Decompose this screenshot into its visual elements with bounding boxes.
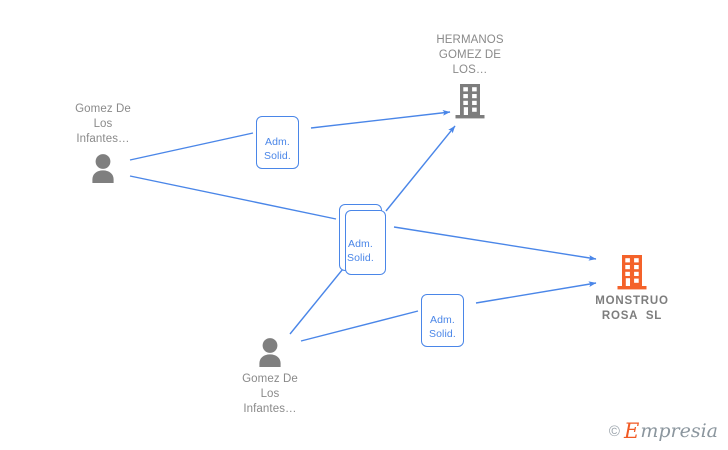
edge-person-top-to-monstruo-segment-b [393,226,597,261]
edge-person-top-to-hermanos-segment-a [129,132,254,161]
person-icon [92,154,114,183]
edge-person-bottom-to-monstruo-segment-a [300,310,419,342]
node-label-person-bottom: Gomez De Los Infantes… [242,373,298,415]
copyright-icon: © [608,423,620,440]
building-icon [617,255,647,290]
node-person-top[interactable]: Gomez De Los Infantes… [28,102,178,185]
edge-person-bottom-to-monstruo-segment-b [475,281,597,304]
edge-label-text: Adm. Solid. [264,136,291,162]
person-icon [259,338,281,367]
node-label-company-monstruo: MONSTRUO ROSA SL [595,295,669,322]
node-label-company-hermanos: HERMANOS GOMEZ DE LOS… [436,34,504,76]
empresia-watermark: © E mpresia [609,421,718,442]
edge-label-adm-solid-3[interactable]: Adm. Solid. [421,294,464,347]
node-person-bottom[interactable]: Gomez De Los Infantes… [195,335,345,417]
edge-label-text: Adm. Solid. [429,314,456,340]
node-company-hermanos[interactable]: HERMANOS GOMEZ DE LOS… [395,33,545,120]
edge-person-top-to-hermanos-segment-b [310,110,451,129]
edge-person-top-to-monstruo-segment-a [129,175,337,220]
brand-initial: E [623,419,640,443]
building-icon [455,84,485,119]
edge-label-text: Adm. Solid. [347,238,374,264]
node-company-monstruo[interactable]: MONSTRUO ROSA SL [557,253,707,324]
edge-label-adm-solid-2[interactable]: Adm. Solid. [339,204,386,275]
node-label-person-top: Gomez De Los Infantes… [75,103,131,145]
edge-person-bottom-to-hermanos-segment-b [385,125,456,212]
edge-label-adm-solid-1[interactable]: Adm. Solid. [256,116,299,169]
brand-name: mpresia [640,420,718,442]
